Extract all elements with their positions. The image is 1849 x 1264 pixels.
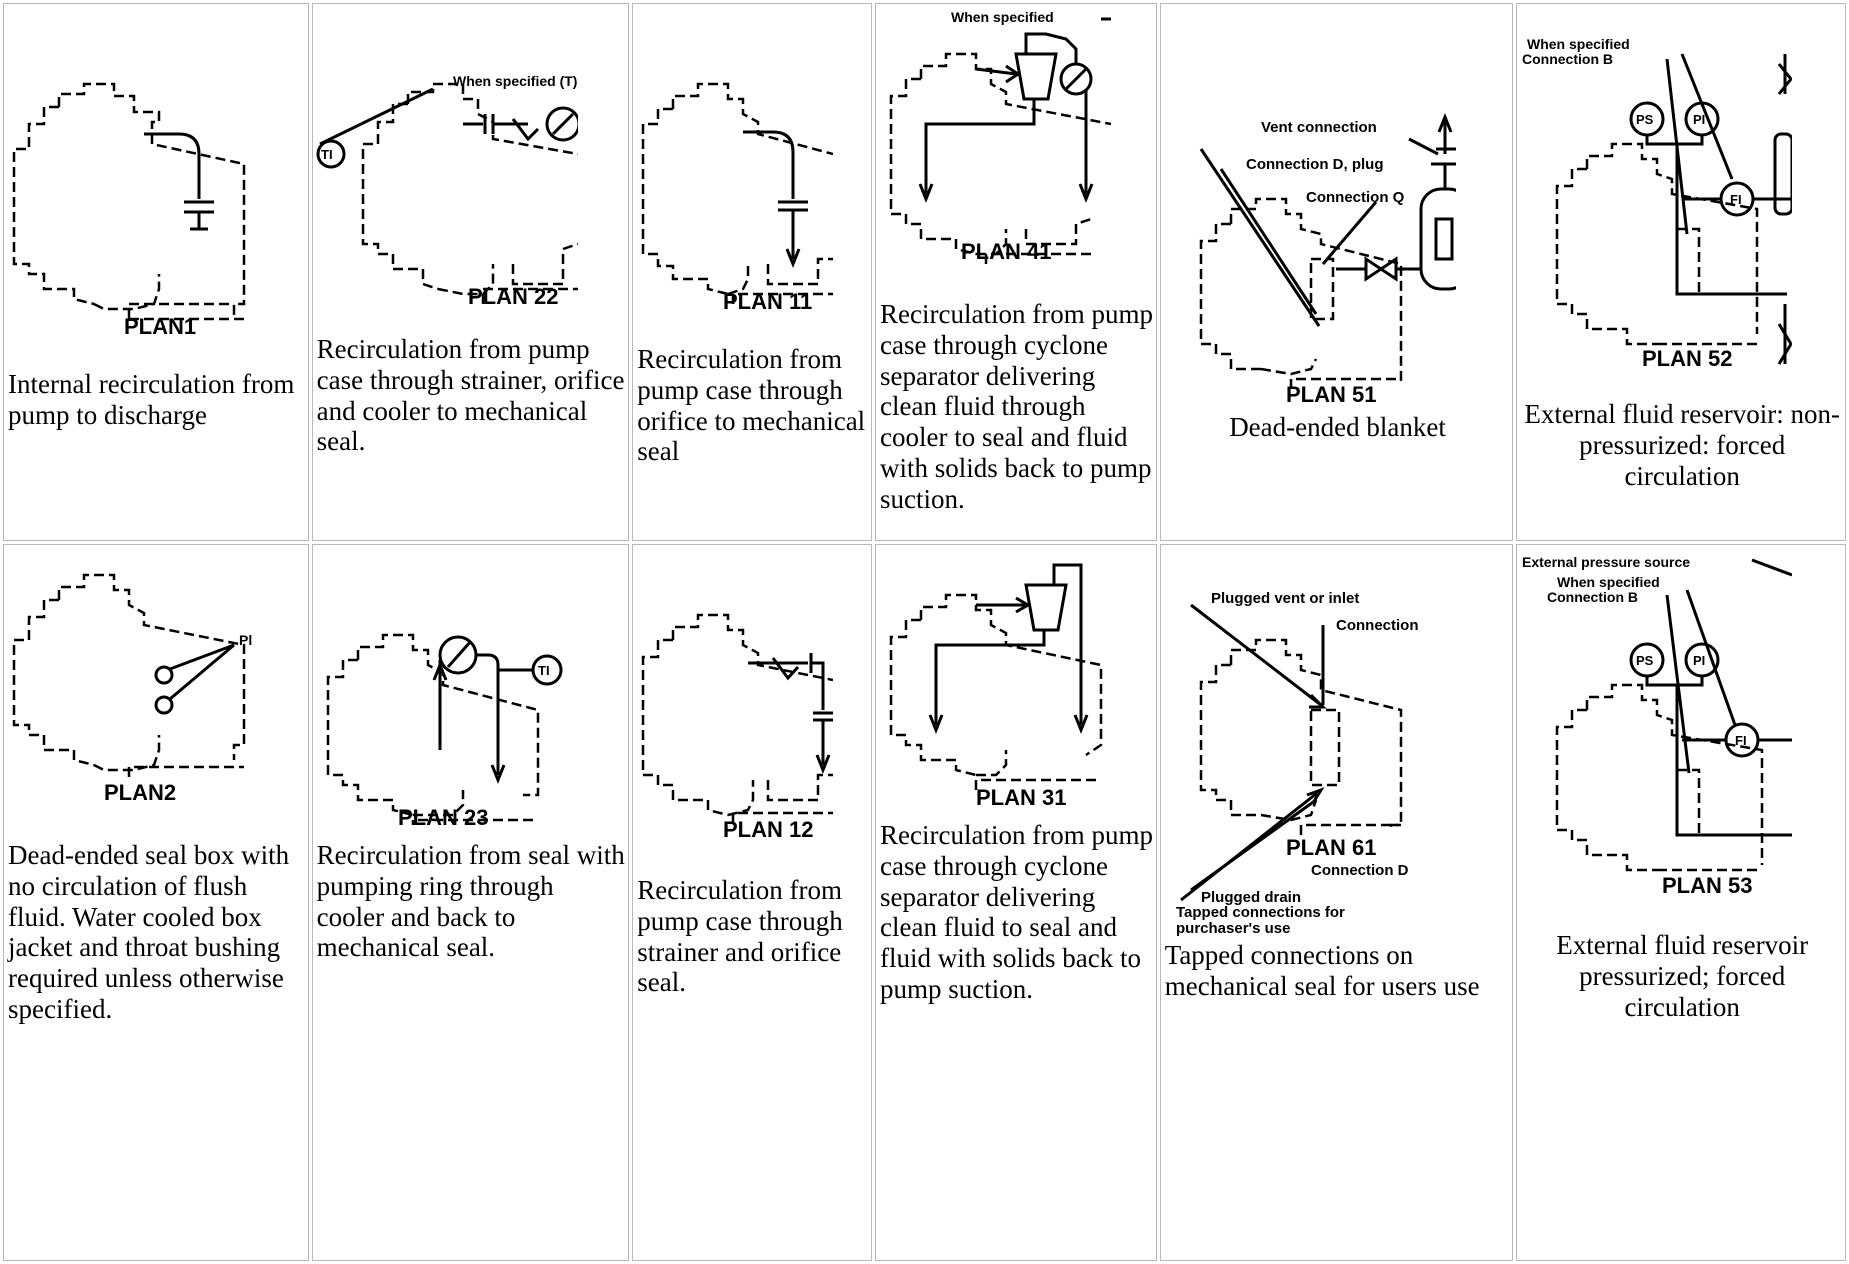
plan-53-annotation-4: PI [1693,653,1705,668]
plan-61-annotation-5: purchaser's use [1176,920,1290,937]
plan-11-label: PLAN 11 [723,289,812,314]
plan-23-label: PLAN 23 [398,805,488,825]
plan-cell-22: When specified (T) TI PLAN 22 Recirculat… [311,3,630,541]
plan-22-annotation-1: TI [321,147,333,162]
plan-2-diagram: Pl PLAN2 [12,573,252,805]
plan-cell-41: When specified PLAN 41 Recirculation fro… [875,3,1157,541]
plan-61-annotation-0: Plugged vent or inlet [1211,590,1359,607]
plan-61-annotation-1: Connection [1336,617,1419,634]
plan-cell-12: PLAN 12 Recirculation from pump case thr… [632,544,873,1261]
plan-cell-61: Plugged vent or inlet Connection Connect… [1159,544,1514,1261]
plan-41-description: Recirculation from pump case through cyc… [880,299,1153,514]
plan-31-label: PLAN 31 [976,785,1066,810]
plan-11-diagram: PLAN 11 [642,82,834,314]
plan-61-label: PLAN 61 [1286,835,1376,860]
plan-22-annotation-0: When specified (T) [453,73,577,89]
plan-53-diagram: External pressure source When specified … [1522,554,1793,898]
plan-51-annotation-2: Connection Q [1306,189,1405,206]
plan-22-diagram: When specified (T) TI PLAN 22 [316,73,578,309]
plan-1-diagram: PLAN1 [12,82,246,339]
plan-52-annotation-0: When specified [1527,36,1630,52]
plan-53-annotation-0: External pressure source [1522,554,1690,570]
plan-51-annotation-1: Connection D, plug [1246,156,1383,173]
plan-51-annotation-0: Vent connection [1261,119,1377,136]
plan-cell-52: When specified Connection B PS PI FI PLA… [1516,3,1846,541]
plan-cell-1: PLAN1 Internal recirculation from pump t… [3,3,309,541]
plan-2-description: Dead-ended seal box with no circulation … [8,840,290,1024]
plan-12-label: PLAN 12 [723,817,813,842]
plan-53-annotation-3: PS [1636,653,1654,668]
plan-23-annotation-0: TI [538,663,550,678]
plan-53-annotation-1: When specified [1557,574,1660,590]
plan-23-diagram: TI PLAN 23 [326,633,563,825]
plan-11-description: Recirculation from pump case through ori… [637,344,866,467]
plan-cell-2: Pl PLAN2 Dead-ended seal box with no cir… [3,544,309,1261]
plan-52-diagram: When specified Connection B PS PI FI PLA… [1522,36,1793,371]
plan-2-label: PLAN2 [104,780,176,805]
plan-cell-51: Vent connection Connection D, plug Conne… [1159,3,1514,541]
plan-23-description: Recirculation from seal with pumping rin… [316,840,625,963]
plan-61-annotation-2: Connection D [1311,862,1409,879]
plan-12-description: Recirculation from pump case through str… [637,875,843,998]
plan-61-description: Tapped connections on mechanical seal fo… [1164,940,1480,1001]
plan-61-annotation-4: Tapped connections for [1176,904,1345,921]
plan-51-label: PLAN 51 [1286,382,1376,404]
plan-53-description: External fluid reservoir pressurized; fo… [1556,930,1809,1022]
plan-61-diagram: Plugged vent or inlet Connection Connect… [1176,590,1419,937]
plan-53-annotation-2: Connection B [1547,589,1638,605]
plan-2-annotation-0: Pl [239,632,252,648]
plan-cell-23: TI PLAN 23 Recirculation from seal with … [311,544,630,1261]
plan-cell-11: PLAN 11 Recirculation from pump case thr… [632,3,873,541]
bottom-row: Pl PLAN2 Dead-ended seal box with no cir… [3,544,1846,1261]
plan-12-diagram: PLAN 12 [642,613,834,842]
plan-41-label: PLAN 41 [961,239,1051,264]
plan-52-label: PLAN 52 [1642,346,1732,371]
plan-41-diagram: When specified PLAN 41 [889,9,1112,264]
plan-22-description: Recirculation from pump case through str… [316,334,625,457]
plan-52-description: External fluid reservoir: non-pressurize… [1524,399,1840,491]
plan-cell-53: External pressure source When specified … [1516,544,1846,1261]
plan-cell-31: PLAN 31 Recirculation from pump case thr… [875,544,1157,1261]
plan-31-diagram: PLAN 31 [889,563,1103,810]
plan-1-label: PLAN1 [124,314,196,339]
plan-53-label: PLAN 53 [1662,873,1752,898]
plan-52-annotation-4: FI [1730,192,1742,207]
plan-51-diagram: Vent connection Connection D, plug Conne… [1199,112,1456,404]
plan-1-description: Internal recirculation from pump to disc… [8,369,295,430]
plan-61-annotation-3: Plugged drain [1201,889,1301,906]
plan-52-annotation-1: Connection B [1522,51,1613,67]
plan-22-label: PLAN 22 [468,284,558,309]
plan-31-description: Recirculation from pump case through cyc… [880,820,1153,1004]
plan-52-annotation-2: PS [1636,112,1654,127]
plan-53-annotation-5: FI [1735,733,1747,748]
plan-52-annotation-3: PI [1693,112,1705,127]
top-row: PLAN1 Internal recirculation from pump t… [3,3,1846,541]
plan-41-annotation-0: When specified [951,9,1054,25]
plan-51-description: Dead-ended blanket [1229,412,1446,442]
